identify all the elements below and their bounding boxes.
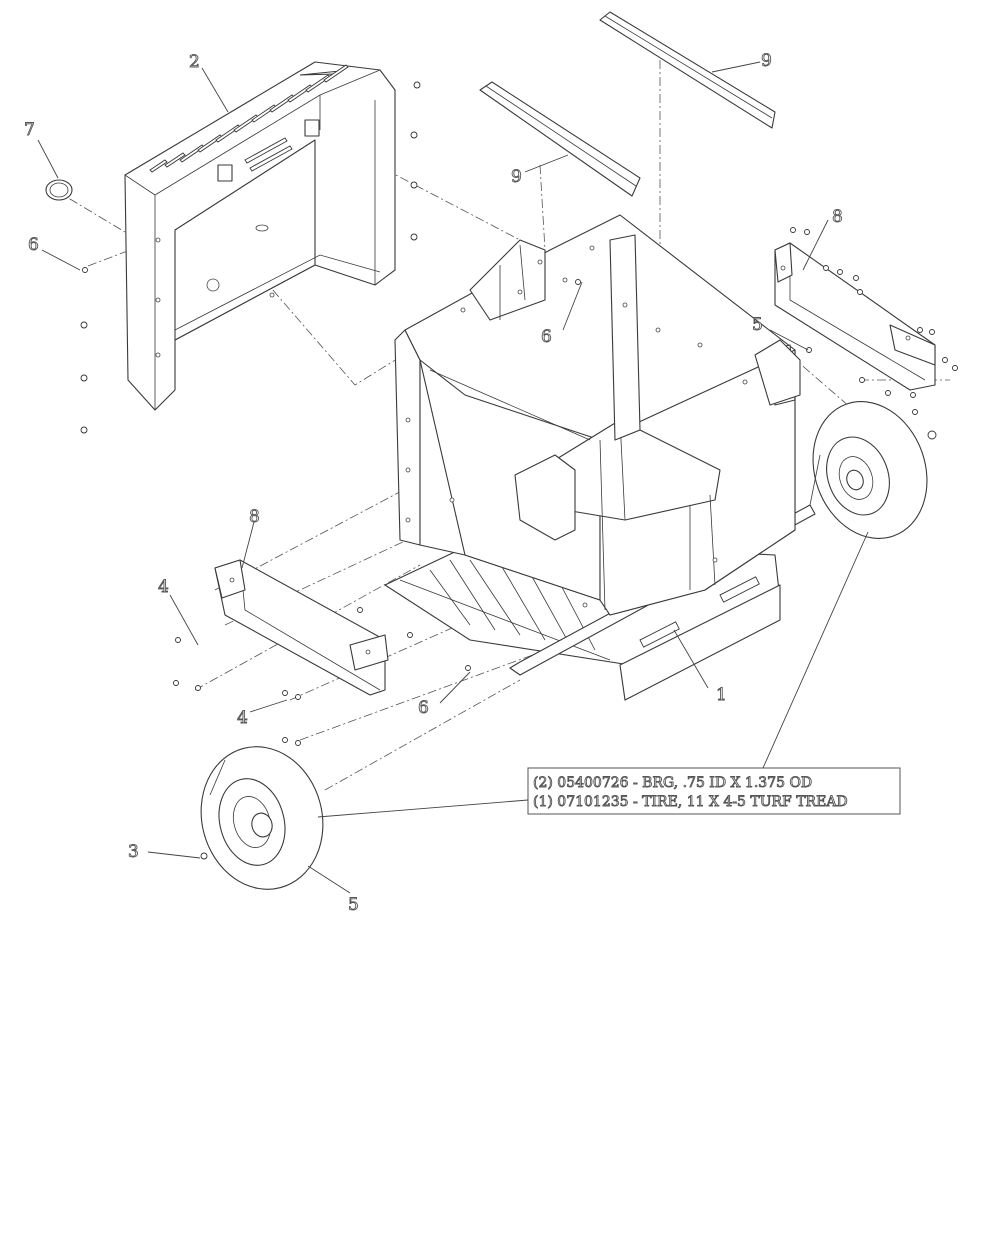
wheel-right [809,401,928,539]
callout-4-upper: 4 [158,577,169,597]
hood-shroud [124,61,396,411]
angle-rail-upper [599,11,776,129]
cart-frame [384,214,816,701]
grommet-ring [45,179,73,201]
bracket-hardware [82,227,958,746]
axle-bracket-right [774,242,936,391]
callout-9-lower: 9 [511,167,522,187]
note-line-bearing: (2) 05400726 - BRG, .75 ID X 1.375 OD [533,775,812,791]
angle-rail-lower [479,81,641,197]
axle-bracket-left [214,559,389,696]
hood-hardware [80,81,421,434]
callout-6-hood: 6 [28,235,39,255]
callout-8-left: 8 [249,507,260,527]
callout-2: 2 [189,52,200,72]
hood-vent-slots [149,64,349,173]
note-line-tire: (1) 07101235 - TIRE, 11 X 4-5 TURF TREAD [533,794,848,810]
callout-7: 7 [24,120,35,140]
callout-5-right: 5 [752,315,763,335]
callout-1: 1 [716,685,727,705]
callout-6-frame: 6 [541,327,552,347]
wheel-left [200,746,324,890]
callout-8-right: 8 [832,207,843,227]
callout-4-lower: 4 [237,708,248,728]
callout-6-axle: 6 [418,698,429,718]
callouts: 1 2 3 4 4 5 5 6 6 6 7 8 8 9 9 [24,51,844,916]
callout-3: 3 [128,842,139,862]
callout-9-upper: 9 [761,51,772,71]
tire-bearing-note: (2) 05400726 - BRG, .75 ID X 1.375 OD (1… [527,767,901,815]
callout-5-left: 5 [348,895,359,915]
leader-lines [37,61,869,894]
